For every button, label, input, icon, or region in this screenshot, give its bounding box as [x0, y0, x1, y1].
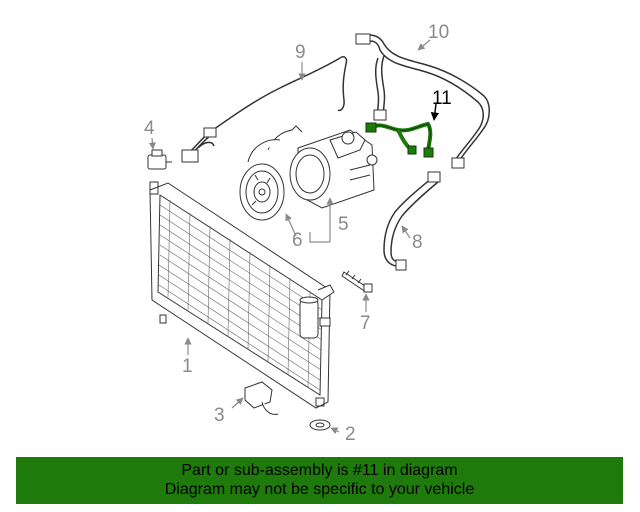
- callout-11: 11: [432, 88, 452, 109]
- hose-assembly-part: [355, 33, 490, 169]
- callout-1: 1: [182, 356, 193, 377]
- callout-4: 4: [144, 118, 155, 139]
- callout-9: 9: [295, 42, 306, 63]
- banner-line-2: Diagram may not be specific to your vehi…: [164, 481, 475, 498]
- leader-line-11: [430, 103, 440, 121]
- callout-6: 6: [292, 230, 303, 251]
- leader-lines: [148, 39, 431, 435]
- condenser-part: [149, 181, 331, 409]
- callout-3: 3: [214, 405, 225, 426]
- banner-line-1: Part or sub-assembly is #11 in diagram: [181, 462, 458, 479]
- compressor-part: [267, 125, 378, 209]
- receiver-drier: [299, 284, 335, 339]
- clutch-pulley-part: [239, 139, 285, 221]
- wiring-harness-part: [181, 56, 348, 163]
- callout-2: 2: [345, 424, 356, 445]
- callout-7: 7: [360, 313, 371, 334]
- callout-10: 10: [428, 22, 449, 43]
- callout-8: 8: [412, 232, 423, 253]
- pressure-switch-part: [147, 149, 172, 170]
- callout-5: 5: [338, 214, 349, 235]
- highlighted-pipe-part-11: [365, 121, 434, 158]
- hose-part-8: [383, 171, 441, 271]
- washer-part: [309, 419, 331, 431]
- part-info-banner: Part or sub-assembly is #11 in diagram D…: [16, 457, 623, 504]
- bolt-part: [341, 270, 373, 293]
- parts-diagram: 1 2 3 4 5 6 7 8 9 10 11: [144, 22, 490, 445]
- bracket-part: [244, 381, 279, 415]
